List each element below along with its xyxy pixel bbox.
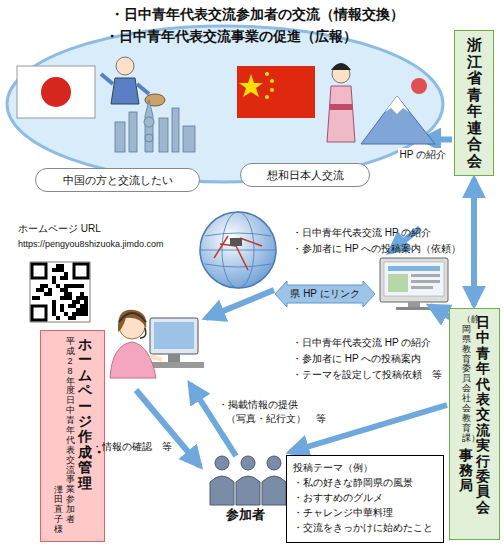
exchange-ellipse: ・日中青年代表交流参加者の交流（情報交換）・日中青年代表交流事業の促進（広報） [5, 4, 445, 184]
shanghai-skyline [115, 100, 195, 152]
node-text: ・日中青年代表交流参加者の交流（情報交換） [5, 4, 445, 24]
woman-at-computer [110, 310, 204, 378]
node-text: 日中青年代表交流実行委員会 [476, 315, 490, 515]
japan-flag [17, 66, 95, 118]
kimono-woman [327, 63, 355, 142]
note-label: ホームページ URL [18, 222, 101, 235]
manager-box: ホームページ作成・管理平成28年度日中青年代表交流事業参加者澤田直子 様 [40, 330, 105, 542]
participants [210, 456, 286, 505]
node-text: （静岡県教育委員会 社会教育課） [462, 315, 471, 444]
committee-box: 日中青年代表交流実行委員会 （静岡県教育委員会 社会教育課） 事務局 [449, 308, 500, 540]
qr-code [30, 262, 90, 322]
edge-label: HP の紹介 [398, 148, 449, 161]
note-label: ・情報の確認 等 [92, 440, 172, 453]
china-flag [237, 66, 315, 118]
globe [200, 212, 276, 288]
text-column: ホームページ作成・管理 [78, 337, 92, 535]
note-label: ・掲載情報の提供 [218, 398, 298, 411]
flow-arrows [136, 228, 452, 466]
node-text: ・おすすめのグルメ [293, 490, 437, 505]
note-label: ・テーマを設定して投稿依頼 等 [292, 368, 442, 381]
note-label: ・参加者に HP への投稿案内 [292, 352, 421, 365]
note-label: ・参加者に HP への投稿案内（依頼） [292, 242, 461, 255]
node-text: ホームページ作成・管理 [78, 337, 92, 491]
node-text: 中国の方と交流したい [42, 169, 193, 191]
node-text: ・私の好きな静岡県の風景 [293, 475, 437, 490]
node-text: 平成28年度日中青年代表交流事業参加者 [66, 337, 75, 525]
organization-box: 浙江省青年連合会 [454, 30, 494, 176]
link-arrow: 県 HP にリンク [275, 281, 375, 307]
speech-bubble: 想和日本人交流 [240, 163, 370, 187]
note-label: https://pengyou8shizuoka.jimdo.com [18, 238, 164, 251]
note-label: ・日中青年代表交流 HP の紹介 [292, 226, 431, 239]
flow-connector [471, 179, 477, 305]
node-text: 想和日本人交流 [247, 164, 363, 186]
note-label: （写真・紀行文） 等 [226, 412, 326, 425]
text-column: 浙江省青年連合会 [467, 37, 482, 169]
text-column: 澤田直子 様 [54, 337, 63, 535]
note-label: ・日中青年代表交流 HP の紹介 [292, 336, 431, 349]
node-text: 県 HP にリンク [275, 281, 375, 307]
node-text: ・日中青年代表交流事業の促進（広報） [5, 26, 445, 46]
mount-fuji [361, 78, 435, 144]
speech-bubble: 中国の方と交流したい [35, 168, 200, 192]
note-label: 参加者 [226, 508, 265, 521]
computer [380, 258, 448, 310]
node-text: 投稿テーマ（例） [293, 460, 437, 475]
node-text: 澤田直子 様 [54, 486, 63, 535]
node-text: ・チャレンジ中華料理 [293, 505, 437, 520]
node-text: 浙江省青年連合会 [467, 37, 482, 169]
text-column: 平成28年度日中青年代表交流事業参加者 [66, 337, 75, 535]
theme-box: 投稿テーマ（例）・私の好きな静岡県の風景・おすすめのグルメ・チャレンジ中華料理・… [286, 455, 444, 543]
japanese-man [101, 57, 165, 106]
text-column: 日中青年代表交流実行委員会 [476, 315, 490, 533]
text-column: （静岡県教育委員会 社会教育課） 事務局 [459, 315, 473, 533]
node-text: ・交流をきっかけに始めたこと [293, 520, 437, 535]
node-text: 事務局 [459, 448, 473, 494]
